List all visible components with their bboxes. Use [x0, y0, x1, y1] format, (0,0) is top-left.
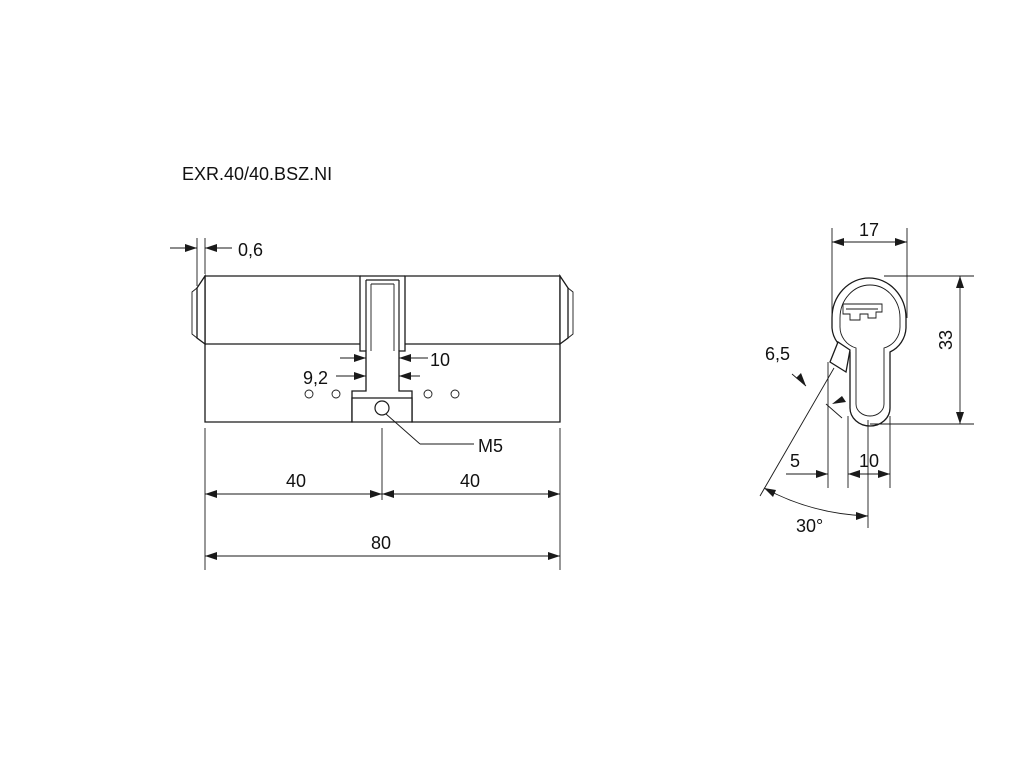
label-right-length: 40 [460, 471, 480, 491]
label-total-length: 80 [371, 533, 391, 553]
dim-halves: 40 40 [205, 471, 560, 498]
front-view: 0,6 10 9,2 M5 [170, 238, 574, 570]
label-angle: 30° [796, 516, 823, 536]
cylinder-body [191, 273, 574, 423]
dim-angle: 30° [759, 367, 869, 536]
label-flange: 0,6 [238, 240, 263, 260]
label-cam: 6,5 [765, 344, 790, 364]
label-left-length: 40 [286, 471, 306, 491]
label-width: 17 [859, 220, 879, 240]
label-lower-width: 10 [859, 451, 879, 471]
label-height: 33 [936, 330, 956, 350]
label-cam-top: 10 [430, 350, 450, 370]
dim-total: 80 [205, 533, 560, 560]
label-offset: 5 [790, 451, 800, 471]
dim-screw: M5 [385, 413, 503, 456]
label-screw: M5 [478, 436, 503, 456]
cylinder-profile [829, 277, 907, 427]
dim-flange: 0,6 [170, 238, 263, 286]
product-code-title: EXR.40/40.BSZ.NI [182, 164, 332, 184]
dim-width: 17 [831, 220, 908, 318]
dim-lower: 5 10 [786, 362, 891, 488]
dim-cam-top: 10 [340, 350, 450, 370]
dim-height: 33 [870, 275, 974, 425]
dim-cam-bottom: 9,2 [303, 368, 420, 388]
side-view: 17 33 6,5 5 [759, 220, 974, 536]
label-cam-bottom: 9,2 [303, 368, 328, 388]
dim-cam: 6,5 [765, 344, 846, 419]
